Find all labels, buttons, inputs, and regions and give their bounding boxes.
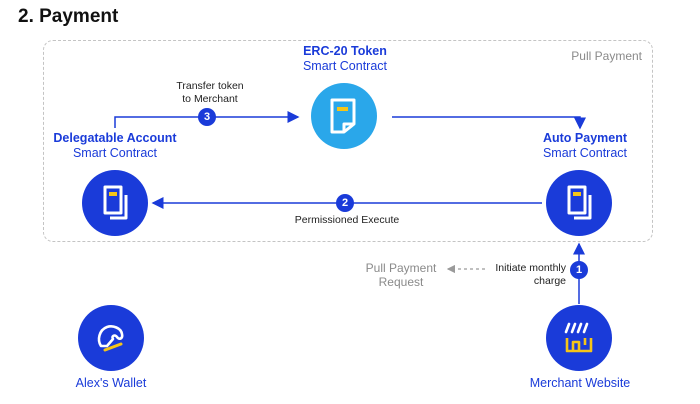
pull-payment-request-label: Pull Payment Request xyxy=(356,261,446,289)
auto-payment-title: Auto Payment Smart Contract xyxy=(520,131,650,161)
pull-request-line1: Pull Payment xyxy=(365,261,437,275)
merchant-caption: Merchant Website xyxy=(529,376,631,390)
edge-transfer-line xyxy=(114,111,300,128)
auto-name: Auto Payment xyxy=(542,131,628,145)
initiate-line1: Initiate monthly xyxy=(495,262,566,274)
edge-erc20-auto-line xyxy=(392,116,586,130)
wallet-caption: Alex's Wallet xyxy=(75,376,147,390)
auto-sub: Smart Contract xyxy=(542,146,628,160)
transfer-line1: Transfer token xyxy=(176,80,244,92)
region-label: Pull Payment xyxy=(571,49,642,63)
transfer-line2: to Merchant xyxy=(182,93,238,105)
erc20-name: ERC-20 Token xyxy=(303,44,387,58)
step-1-badge: 1 xyxy=(570,261,588,279)
pull-payment-region xyxy=(43,40,653,242)
delegatable-sub: Smart Contract xyxy=(72,146,158,160)
initiate-label: Initiate monthly charge xyxy=(486,262,566,288)
erc20-token-node xyxy=(311,83,377,149)
step-2-badge: 2 xyxy=(336,194,354,212)
page-title: 2. Payment xyxy=(18,6,119,27)
alex-wallet-node xyxy=(78,305,144,371)
delegatable-title: Delegatable Account Smart Contract xyxy=(45,131,185,161)
merchant-website-node xyxy=(546,305,612,371)
auto-payment-node xyxy=(546,170,612,236)
erc20-title: ERC-20 Token Smart Contract xyxy=(280,44,410,74)
initiate-line2: charge xyxy=(533,275,566,287)
transfer-label: Transfer token to Merchant xyxy=(160,80,260,106)
contract-document-icon xyxy=(567,185,592,220)
step-3-badge: 3 xyxy=(198,108,216,126)
permissioned-label: Permissioned Execute xyxy=(294,214,400,226)
pull-request-line2: Request xyxy=(378,275,424,289)
delegatable-name: Delegatable Account xyxy=(53,131,177,145)
contract-document-icon xyxy=(103,185,128,220)
document-token-icon xyxy=(330,98,356,134)
erc20-sub: Smart Contract xyxy=(302,59,388,73)
shop-awning-icon xyxy=(564,322,593,353)
wallet-hand-icon xyxy=(97,325,124,352)
delegatable-account-node xyxy=(82,170,148,236)
